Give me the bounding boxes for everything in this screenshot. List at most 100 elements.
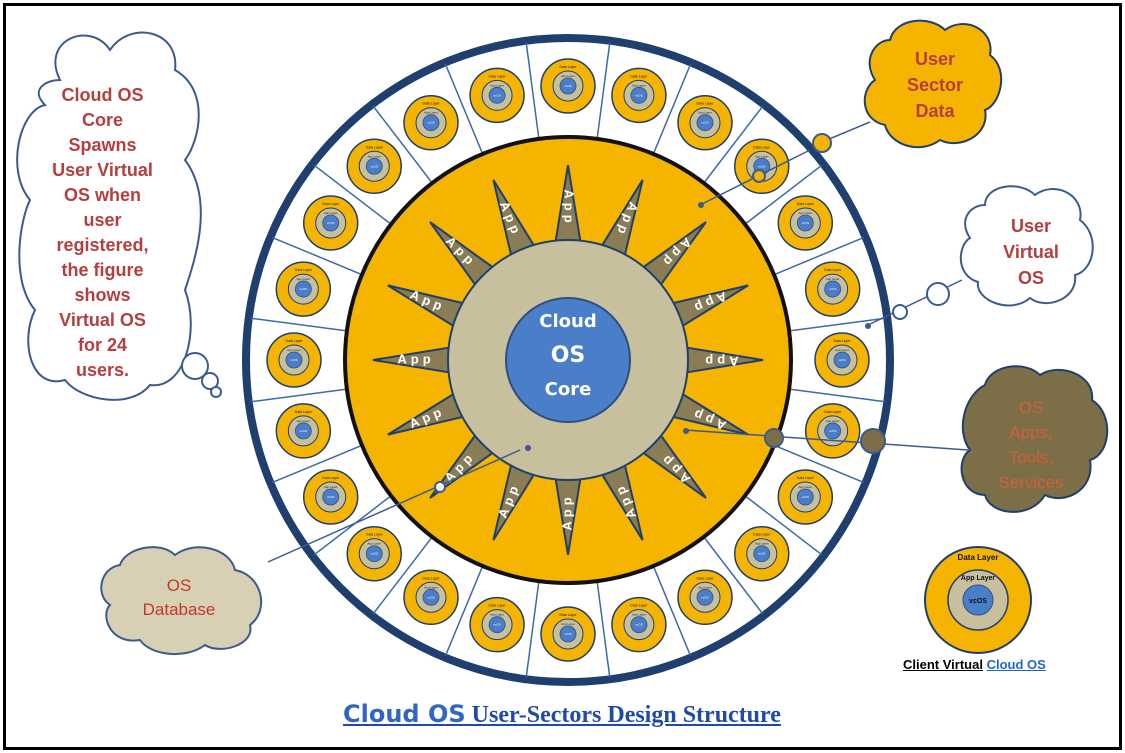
sector-data-layer-label: Data Layer <box>285 339 303 343</box>
left-note-line: Virtual OS <box>59 310 146 330</box>
user-sector-data-cloud <box>863 19 1003 149</box>
sector-app-layer-label: App Layer <box>490 83 504 87</box>
connector-bubble <box>752 169 766 183</box>
connector-bubble <box>812 133 832 153</box>
sector-vcos-label: vcOS <box>300 429 307 433</box>
sector-data-layer-label: Data Layer <box>797 476 815 480</box>
user-sector-data-line: Data <box>915 101 955 121</box>
sector-data-layer-label: Data Layer <box>833 339 851 343</box>
sector-vcos-label: vcOS <box>635 93 642 97</box>
os-apps-line: OS <box>1018 398 1044 417</box>
sector-vcos-label: vcOS <box>701 121 708 125</box>
connector-line <box>684 429 969 451</box>
app-label: App <box>559 493 574 530</box>
sector-app-layer-label: App Layer <box>324 211 338 215</box>
os-database-line: Database <box>142 600 216 619</box>
connector-bubble <box>764 428 784 448</box>
sector-app-layer-label: App Layer <box>424 585 438 589</box>
sector-app-layer-label: App Layer <box>287 348 301 352</box>
user-sector-data-line: Sector <box>906 75 964 95</box>
sector-data-layer-label: Data Layer <box>696 576 714 580</box>
sector-app-layer-label: App Layer <box>367 542 381 546</box>
sector-data-layer-label: Data Layer <box>422 102 440 106</box>
sector-vcos-label: vcOS <box>564 84 571 88</box>
left-note-bubble <box>181 352 209 380</box>
os-database-line: OS <box>166 576 192 595</box>
sector-data-layer-label: Data Layer <box>295 410 313 414</box>
sector-vcos-label: vcOS <box>427 595 434 599</box>
user-virtual-os-line: User <box>1010 216 1052 236</box>
core-line-1: Cloud <box>539 311 597 332</box>
left-note-line: OS when <box>63 185 141 205</box>
left-note-line: Spawns <box>68 135 137 155</box>
sector-vcos <box>630 616 648 634</box>
app-label: App <box>397 351 434 366</box>
sector-vcos-label: vcOS <box>802 221 809 225</box>
sector-vcos <box>285 351 303 369</box>
core-line-3: Core <box>544 379 592 400</box>
sector-app-layer-label: App Layer <box>826 277 840 281</box>
sector-app-layer-label: App Layer <box>561 622 575 626</box>
sector-app-layer-label: App Layer <box>324 485 338 489</box>
sector-data-layer-label: Data Layer <box>322 202 340 206</box>
sector-data-layer-label: Data Layer <box>630 74 648 78</box>
sector-app-layer-label: App Layer <box>826 419 840 423</box>
os-apps-line: Tools, <box>1008 448 1054 467</box>
connector-bubble <box>892 304 908 320</box>
sector-vcos-label: vcOS <box>701 595 708 599</box>
os-database-text: OS Database <box>118 574 240 622</box>
connector-bubble <box>434 481 446 493</box>
left-note-bubble <box>201 372 219 390</box>
title-part2: User-Sectors Design Structure <box>465 702 781 728</box>
sector-app-layer-label: App Layer <box>490 613 504 617</box>
sector-vcos <box>753 545 771 563</box>
left-note-line: for 24 <box>77 335 128 355</box>
sector-vcos-label: vcOS <box>838 358 845 362</box>
sector-app-layer-label: App Layer <box>424 111 438 115</box>
sector-data-layer-label: Data Layer <box>824 410 842 414</box>
legend-caption: Client Virtual Cloud OS <box>903 657 1046 672</box>
sector-app-layer-label: App Layer <box>755 542 769 546</box>
sector-vcos <box>488 86 506 104</box>
sector-vcos-label: vcOS <box>427 121 434 125</box>
sector-vcos-label: vcOS <box>290 358 297 362</box>
sector-vcos <box>294 422 312 440</box>
core-label: Cloud OS Core <box>533 305 603 407</box>
sector-app-layer-label: App Layer <box>296 419 310 423</box>
sector-vcos-label: vcOS <box>758 164 765 168</box>
os-database-cloud <box>100 546 263 656</box>
connector-bubble <box>525 445 531 451</box>
sector-vcos <box>365 545 383 563</box>
sector-vcos <box>365 157 383 175</box>
sector-vcos-label: vcOS <box>371 164 378 168</box>
sector-vcos-label: vcOS <box>493 623 500 627</box>
app-label: App <box>701 354 738 369</box>
sector-data-layer-label: Data Layer <box>753 145 771 149</box>
core-line-2: OS <box>550 343 586 368</box>
sector-vcos-label: vcOS <box>635 623 642 627</box>
sector-data-layer-label: Data Layer <box>322 476 340 480</box>
sector-vcos-label: vcOS <box>327 221 334 225</box>
app-label: App <box>562 189 577 226</box>
sector-vcos <box>824 422 842 440</box>
sector-vcos <box>294 280 312 298</box>
legend-vcos <box>962 584 994 616</box>
legend-data-layer-label: Data Layer <box>958 553 999 562</box>
os-apps-line: Services <box>998 473 1064 492</box>
sector-vcos-label: vcOS <box>493 93 500 97</box>
sector-app-layer-label: App Layer <box>632 613 646 617</box>
title-part1: Cloud OS <box>343 700 466 728</box>
